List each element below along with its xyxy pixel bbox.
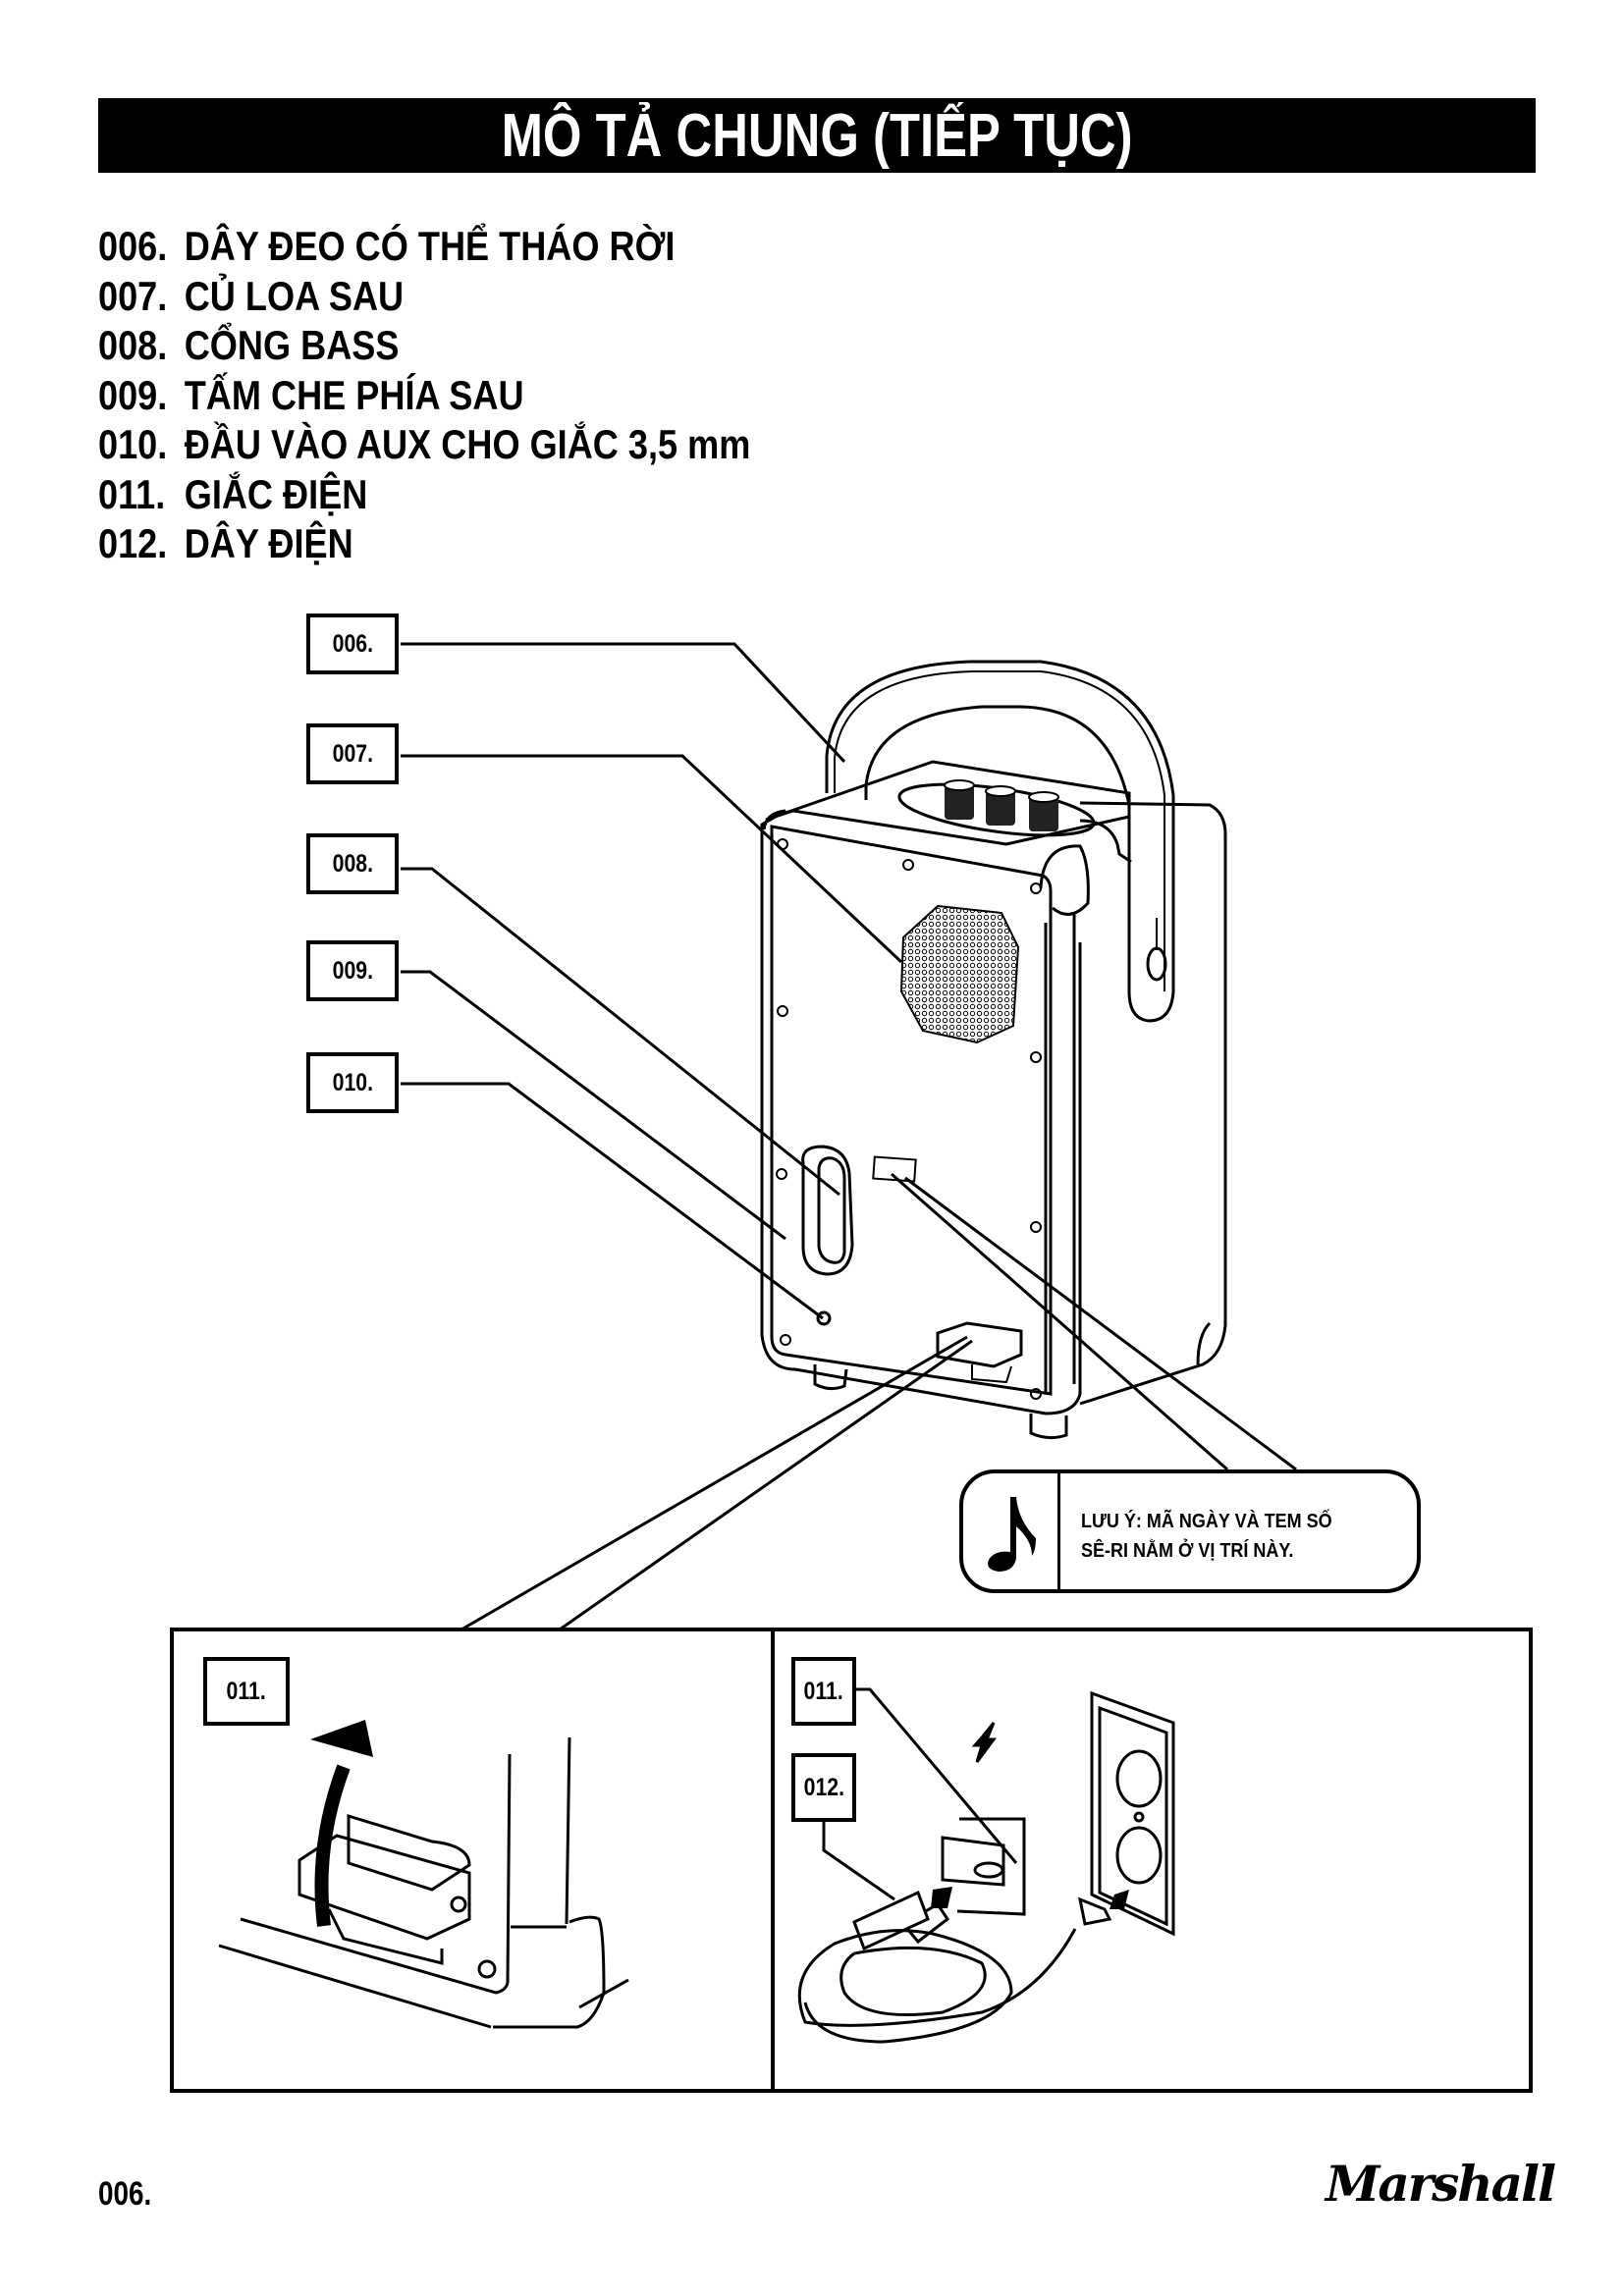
music-note-icon xyxy=(988,1497,1036,1572)
note-text: LƯU Ý: MÃ NGÀY VÀ TEM SỐ SÊ-RI NẰM Ở VỊ … xyxy=(1081,1511,1332,1562)
note-box: LƯU Ý: MÃ NGÀY VÀ TEM SỐ SÊ-RI NẰM Ở VỊ … xyxy=(959,1469,1421,1593)
power-cord-illustration xyxy=(797,1687,1175,2044)
cabinet-illustration xyxy=(760,801,1227,1440)
note-divider xyxy=(1057,1473,1060,1589)
page-number: 006. xyxy=(98,2175,152,2213)
callout-006: 006. xyxy=(306,614,399,674)
bass-port xyxy=(801,1145,854,1276)
strap-illustration xyxy=(825,660,1175,1023)
page-title: MÔ TẢ CHUNG (TIẾP TỤC) xyxy=(501,101,1133,170)
aux-input xyxy=(816,1310,832,1326)
callout-012-right: 012. xyxy=(791,1753,856,1822)
screw-icon xyxy=(776,838,1042,1400)
parts-list: 006.DÂY ĐEO CÓ THỂ THÁO RỜI 007.CỦ LOA S… xyxy=(98,222,857,569)
callout-011-left: 011. xyxy=(203,1657,290,1726)
callout-011-right: 011. xyxy=(791,1657,856,1726)
callout-007: 007. xyxy=(306,723,399,784)
callout-009: 009. xyxy=(306,940,399,1001)
parts-list-item: 010.ĐẦU VÀO AUX CHO GIẮC 3,5 mm xyxy=(98,421,751,467)
callout-010: 010. xyxy=(306,1052,399,1113)
parts-list-item: 007.CỦ LOA SAU xyxy=(98,272,405,319)
parts-list-item: 006.DÂY ĐEO CÓ THỂ THÁO RỜI xyxy=(98,223,676,269)
parts-list-item: 011.GIẮC ĐIỆN xyxy=(98,470,368,517)
power-socket-cover-illustration xyxy=(218,1720,629,2029)
detail-panel-right xyxy=(771,1628,1533,2093)
parts-list-item: 009.TẤM CHE PHÍA SAU xyxy=(98,371,524,418)
parts-list-item: 008.CỔNG BASS xyxy=(98,322,400,368)
callout-008: 008. xyxy=(306,833,399,894)
parts-list-item: 012.DÂY ĐIỆN xyxy=(98,520,353,566)
page-title-bar: MÔ TẢ CHUNG (TIẾP TỤC) xyxy=(98,98,1536,173)
top-panel-illustration xyxy=(765,760,1131,846)
marshall-logo: Marshall xyxy=(1326,2155,1556,2213)
serial-label xyxy=(872,1155,917,1183)
leader-lines xyxy=(401,642,1297,1631)
